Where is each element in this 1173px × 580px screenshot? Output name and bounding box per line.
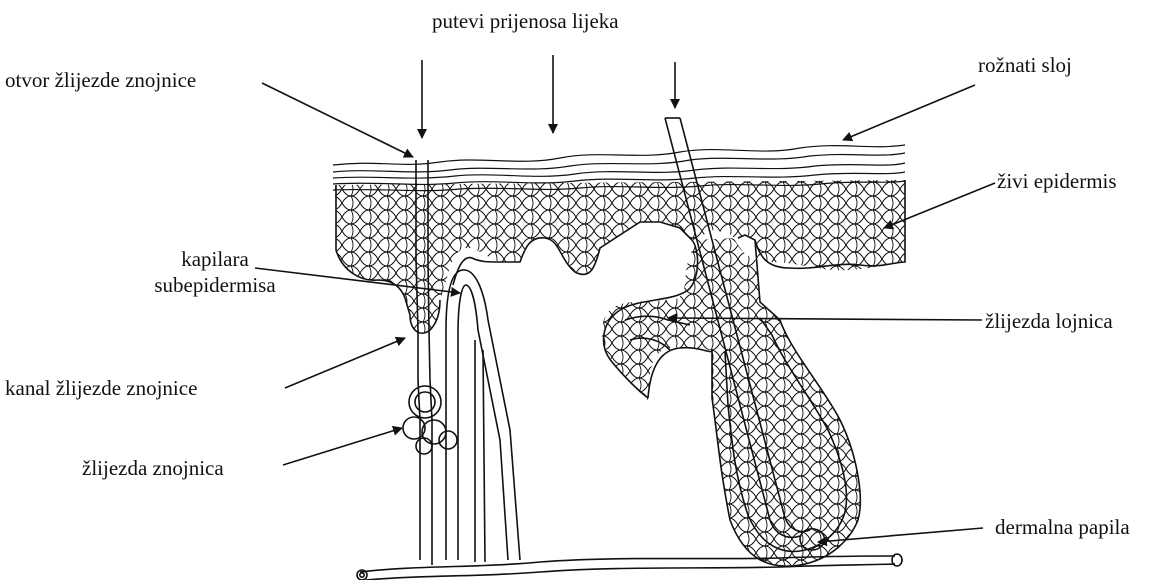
leader-sweat-pore — [262, 83, 413, 157]
label-sweat-duct: kanal žlijezde znojnice — [5, 375, 197, 401]
label-dermal-papilla: dermalna papila — [995, 514, 1130, 540]
label-capillary: kapilara subepidermisa — [140, 246, 290, 298]
leader-sweat-duct — [285, 338, 405, 388]
label-sweat-pore: otvor žlijezde znojnice — [5, 67, 196, 93]
label-stratum-corneum: rožnati sloj — [978, 52, 1072, 78]
label-capillary-line2: subepidermisa — [140, 272, 290, 298]
label-drug-pathways: putevi prijenosa lijeka — [432, 8, 619, 34]
viable-epidermis-cells — [330, 175, 910, 575]
sweat-gland-coil — [403, 386, 457, 454]
label-viable-epidermis: živi epidermis — [997, 168, 1117, 194]
subepidermal-capillary — [446, 270, 520, 562]
leader-sweat-gland — [283, 428, 402, 465]
label-capillary-line1: kapilara — [140, 246, 290, 272]
label-sweat-gland: žlijezda znojnica — [82, 455, 224, 481]
label-sebaceous-gland: žlijezda lojnica — [985, 308, 1113, 334]
leader-stratum-corneum — [843, 85, 975, 140]
